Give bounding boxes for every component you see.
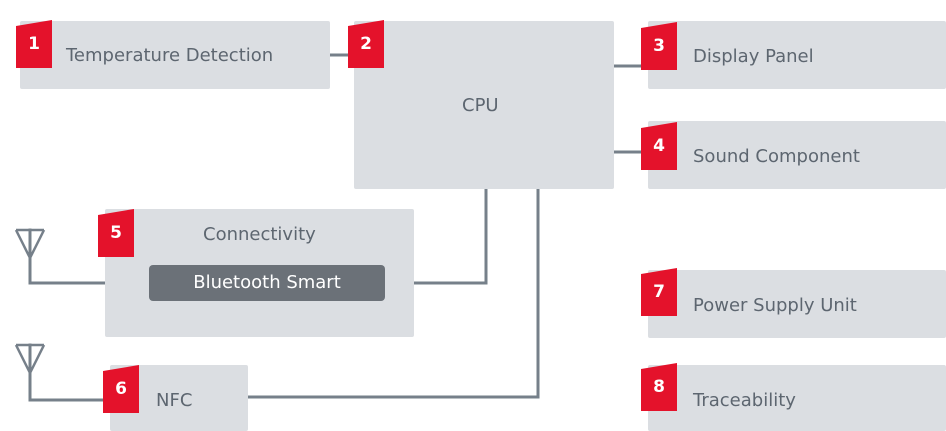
bluetooth-smart-chip: Bluetooth Smart [149, 265, 385, 301]
badge-6: 6 [103, 365, 139, 413]
badge-icon [16, 20, 52, 68]
node-label: Sound Component [693, 146, 860, 167]
antenna-icon [14, 228, 46, 259]
line-antenna2-nfc [28, 343, 112, 402]
node-temperature-detection: Temperature Detection [20, 21, 330, 89]
node-power-supply-unit: Power Supply Unit [648, 270, 946, 338]
node-cpu: CPU [354, 21, 614, 189]
node-label: Connectivity [203, 224, 316, 245]
badge-number: 7 [653, 282, 665, 302]
badge-icon [98, 209, 134, 257]
badge-7: 7 [641, 268, 677, 316]
badge-number: 5 [110, 223, 122, 243]
badge-icon [641, 22, 677, 70]
node-label: Display Panel [693, 46, 814, 67]
badge-4: 4 [641, 122, 677, 170]
badge-number: 3 [653, 36, 665, 56]
badge-icon [641, 268, 677, 316]
badge-icon [103, 365, 139, 413]
badge-number: 6 [115, 379, 127, 399]
badge-icon [348, 20, 384, 68]
badge-number: 1 [28, 34, 40, 54]
badge-number: 8 [653, 377, 665, 397]
node-display-panel: Display Panel [648, 21, 946, 89]
node-label: Temperature Detection [66, 45, 274, 66]
badge-5: 5 [98, 209, 134, 257]
badge-number: 4 [653, 136, 665, 156]
badge-8: 8 [641, 363, 677, 411]
badge-1: 1 [16, 20, 52, 68]
badge-2: 2 [348, 20, 384, 68]
node-label: Traceability [693, 390, 796, 411]
node-label: CPU [462, 95, 499, 116]
node-label: Power Supply Unit [693, 295, 857, 316]
antenna-icon [14, 343, 46, 374]
node-sound-component: Sound Component [648, 121, 946, 189]
line-cpu-bluetooth [383, 187, 488, 285]
node-traceability: Traceability [648, 365, 946, 431]
badge-icon [641, 363, 677, 411]
badge-3: 3 [641, 22, 677, 70]
node-label: NFC [156, 390, 193, 411]
badge-number: 2 [360, 34, 372, 54]
line-cpu-nfc [246, 187, 540, 399]
badge-icon [641, 122, 677, 170]
